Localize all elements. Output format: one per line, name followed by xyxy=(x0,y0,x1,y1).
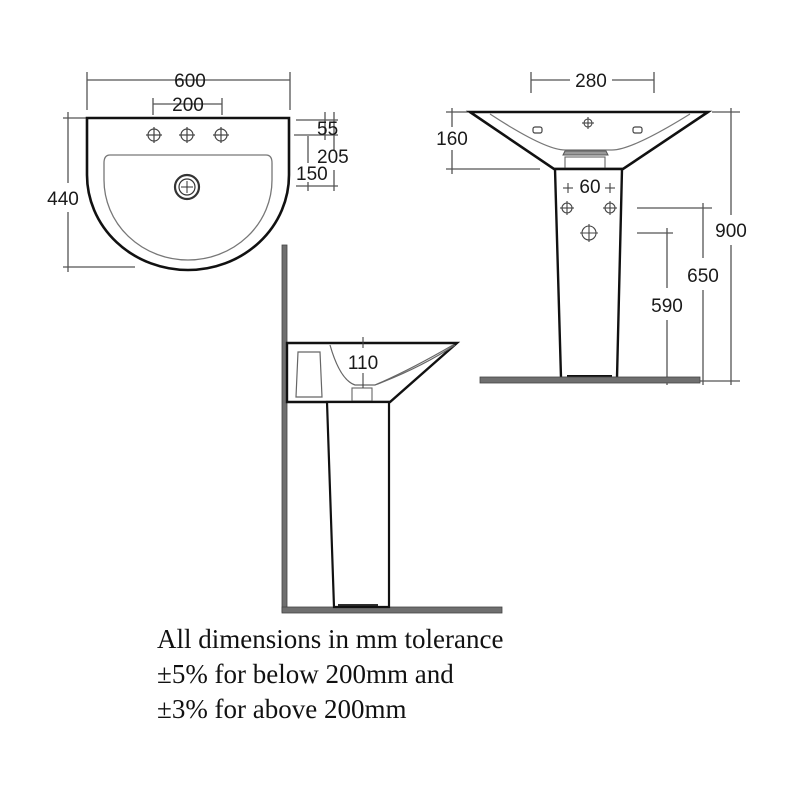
plan-basin-outline xyxy=(85,116,291,272)
dim-side-150: 150 xyxy=(296,164,328,185)
dim-bowl-depth-110: 110 xyxy=(348,353,378,374)
wall-line xyxy=(281,244,288,613)
dim-tap-spacing-200: 200 xyxy=(172,95,204,116)
front-basin xyxy=(465,110,713,171)
dim-height-590: 590 xyxy=(651,296,683,317)
dim-height-650: 650 xyxy=(687,266,719,287)
plan-view xyxy=(63,72,338,272)
dim-side-205: 205 xyxy=(317,147,349,168)
tolerance-note-line-3: ±3% for above 200mm xyxy=(157,694,407,724)
dim-hole-spacing-60: 60 xyxy=(579,177,600,198)
front-view-dimensions xyxy=(446,72,740,385)
dim-depth-440: 440 xyxy=(47,189,79,210)
front-pedestal xyxy=(553,167,624,380)
side-view xyxy=(281,244,503,614)
tap-hole-icon xyxy=(146,127,229,143)
dim-tap-offset-55: 55 xyxy=(317,119,338,140)
floor-line xyxy=(281,606,503,614)
dim-pedestal-280: 280 xyxy=(575,71,607,92)
floor-line xyxy=(479,376,701,384)
tap-hole-icon xyxy=(582,117,594,129)
tolerance-note-line-1: All dimensions in mm tolerance xyxy=(157,624,504,654)
fixing-hole-icon xyxy=(560,183,617,242)
dim-basin-height-160: 160 xyxy=(436,129,468,150)
tolerance-note-line-2: ±5% for below 200mm and xyxy=(157,659,454,689)
dim-width-600: 600 xyxy=(174,71,206,92)
dim-height-900: 900 xyxy=(715,221,747,242)
waste-outlet-icon xyxy=(173,173,201,201)
